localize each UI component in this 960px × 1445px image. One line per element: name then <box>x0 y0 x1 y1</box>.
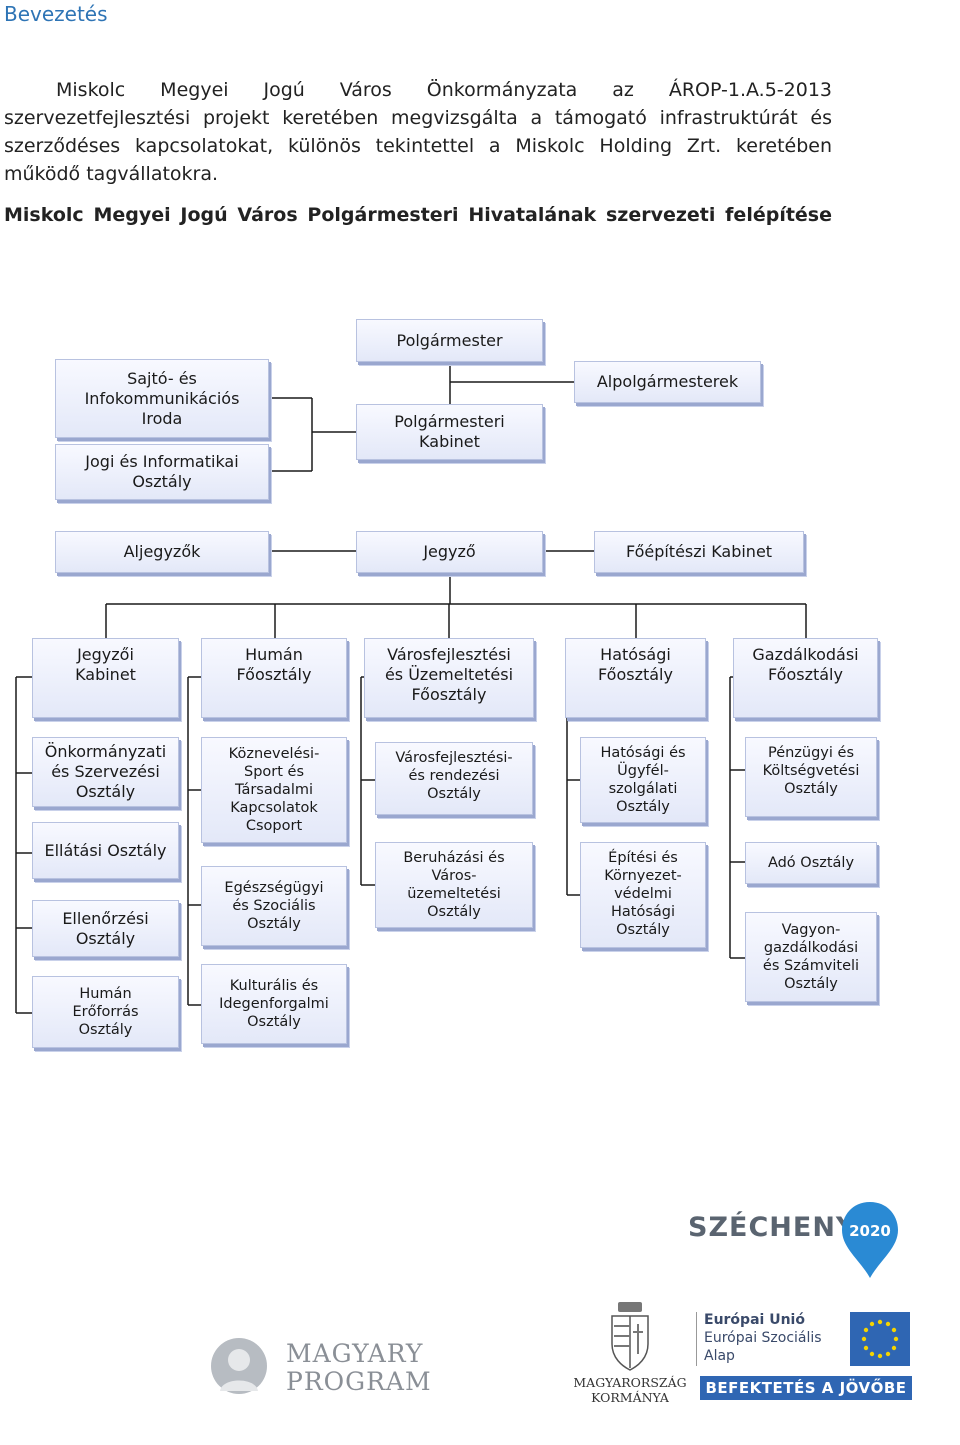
box-polgarmester: Polgármester <box>356 319 543 362</box>
box-onkormanyzati-osztaly: Önkormányzati és Szervezési Osztály <box>32 737 179 807</box>
box-koznevelesi-csoport: Köznevelési- Sport és Társadalmi Kapcsol… <box>201 737 347 843</box>
szechenyi-pin-icon: 2020 <box>842 1202 898 1278</box>
eu-flag-icon <box>850 1312 910 1366</box>
intro-line-rest: szervezetfejlesztési projekt keretében m… <box>4 107 832 185</box>
box-ugyfelszolgalati-osztaly: Hatósági és Ügyfél- szolgálati Osztály <box>580 737 706 823</box>
eu-social-fund-logo: Európai Unió Európai Szociális Alap BEFE… <box>696 1310 912 1406</box>
box-kulturalis-osztaly: Kulturális és Idegenforgalmi Osztály <box>201 964 347 1044</box>
kormany-line-2: KORMÁNYA <box>591 1390 669 1405</box>
box-polgarmesteri-kabinet: Polgármesteri Kabinet <box>356 404 543 460</box>
intro-paragraph: Miskolc Megyei Jogú Város Önkormányzata … <box>4 76 832 188</box>
szechenyi-2020-logo: SZÉCHENYI 2020 <box>688 1200 908 1280</box>
eu-line-2: Európai Szociális <box>704 1330 822 1346</box>
eu-divider <box>696 1312 697 1366</box>
box-sajto-iroda: Sajtó- és Infokommunikációs Iroda <box>55 359 269 438</box>
box-human-foosztaly: Humán Főosztály <box>201 638 347 718</box>
eu-banner: BEFEKTETÉS A JÖVŐBE <box>700 1376 912 1400</box>
szechenyi-logo-text: SZÉCHENYI <box>688 1212 868 1243</box>
box-varosfejlesztesi-foosztaly: Városfejlesztési és Üzemeltetési Főosztá… <box>364 638 534 718</box>
box-penzugyi-osztaly: Pénzügyi és Költségvetési Osztály <box>745 737 877 817</box>
org-chart-title: Miskolc Megyei Jogú Város Polgármesteri … <box>4 204 832 226</box>
hungarian-government-logo: MAGYARORSZÁG KORMÁNYA <box>570 1298 690 1408</box>
section-heading: Bevezetés <box>4 2 108 26</box>
box-egeszsegugyi-osztaly: Egészségügyi és Szociális Osztály <box>201 866 347 946</box>
box-ellatasi-osztaly: Ellátási Osztály <box>32 822 179 879</box>
box-ellenorzesi-osztaly: Ellenőrzési Osztály <box>32 900 179 957</box>
box-aljegyzok: Aljegyzők <box>55 531 269 573</box>
szechenyi-year: 2020 <box>849 1222 891 1240</box>
magyary-word-2: PROGRAM <box>286 1367 432 1396</box>
magyary-program-logo: MAGYARY PROGRAM <box>208 1335 431 1399</box>
magyary-portrait-icon <box>211 1338 267 1394</box>
box-hatosagi-foosztaly: Hatósági Főosztály <box>565 638 706 718</box>
box-foepiteszi-kabinet: Főépítészi Kabinet <box>594 531 804 573</box>
box-alpolgarmesterek: Alpolgármesterek <box>574 361 761 403</box>
coat-of-arms-icon <box>611 1302 649 1371</box>
box-ado-osztaly: Adó Osztály <box>745 842 877 884</box>
magyary-word-1: MAGYARY <box>286 1339 424 1368</box>
box-beruhazasi-osztaly: Beruházási és Város- üzemeltetési Osztál… <box>375 842 533 928</box>
eu-line-1: Európai Unió <box>704 1312 805 1328</box>
box-gazdalkodasi-foosztaly: Gazdálkodási Főosztály <box>733 638 878 718</box>
box-vagyongazdalkodasi-osztaly: Vagyon- gazdálkodási és Számviteli Osztá… <box>745 912 877 1002</box>
box-human-eroforras-osztaly: Humán Erőforrás Osztály <box>32 976 179 1048</box>
intro-line-1: Miskolc Megyei Jogú Város Önkormányzata … <box>56 79 832 101</box>
box-jogi-osztaly: Jogi és Informatikai Osztály <box>55 444 269 500</box>
eu-line-3: Alap <box>704 1348 735 1364</box>
box-jegyzo: Jegyző <box>356 531 543 573</box>
box-varosfejlesztesi-osztaly: Városfejlesztési- és rendezési Osztály <box>375 742 533 815</box>
box-jegyzoi-kabinet: Jegyzői Kabinet <box>32 638 179 718</box>
box-epitesi-osztaly: Építési és Környezet- védelmi Hatósági O… <box>580 842 706 948</box>
kormany-line-1: MAGYARORSZÁG <box>573 1375 687 1390</box>
